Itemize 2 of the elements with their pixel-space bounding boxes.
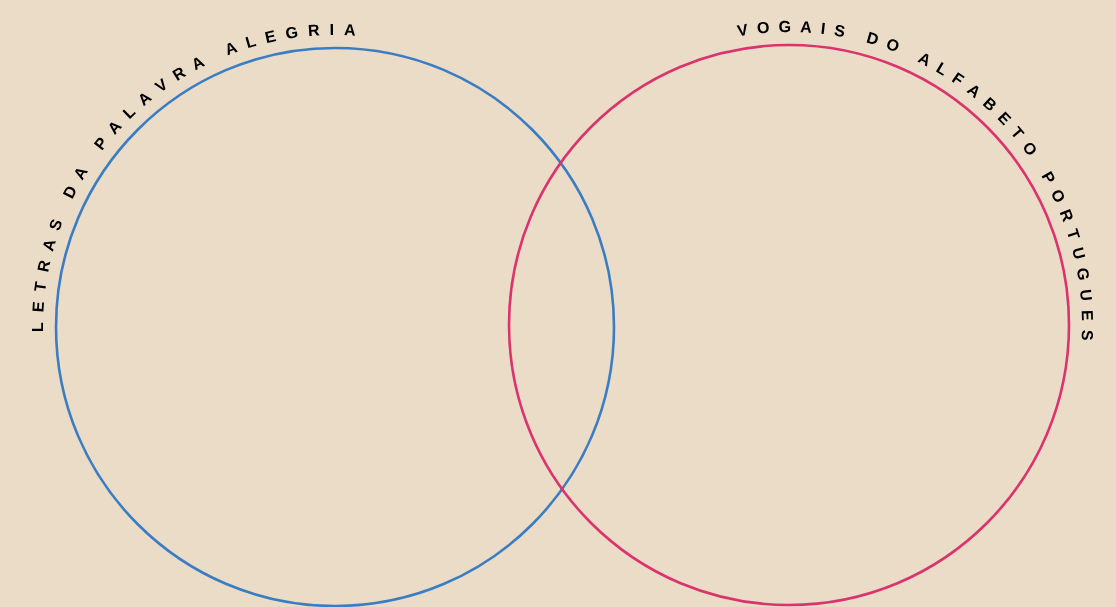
- circle-label: VOGAIS DO ALFABETO PORTUGUES: [736, 20, 1093, 340]
- circle-label: LETRAS DA PALAVRA ALEGRIA: [32, 24, 355, 332]
